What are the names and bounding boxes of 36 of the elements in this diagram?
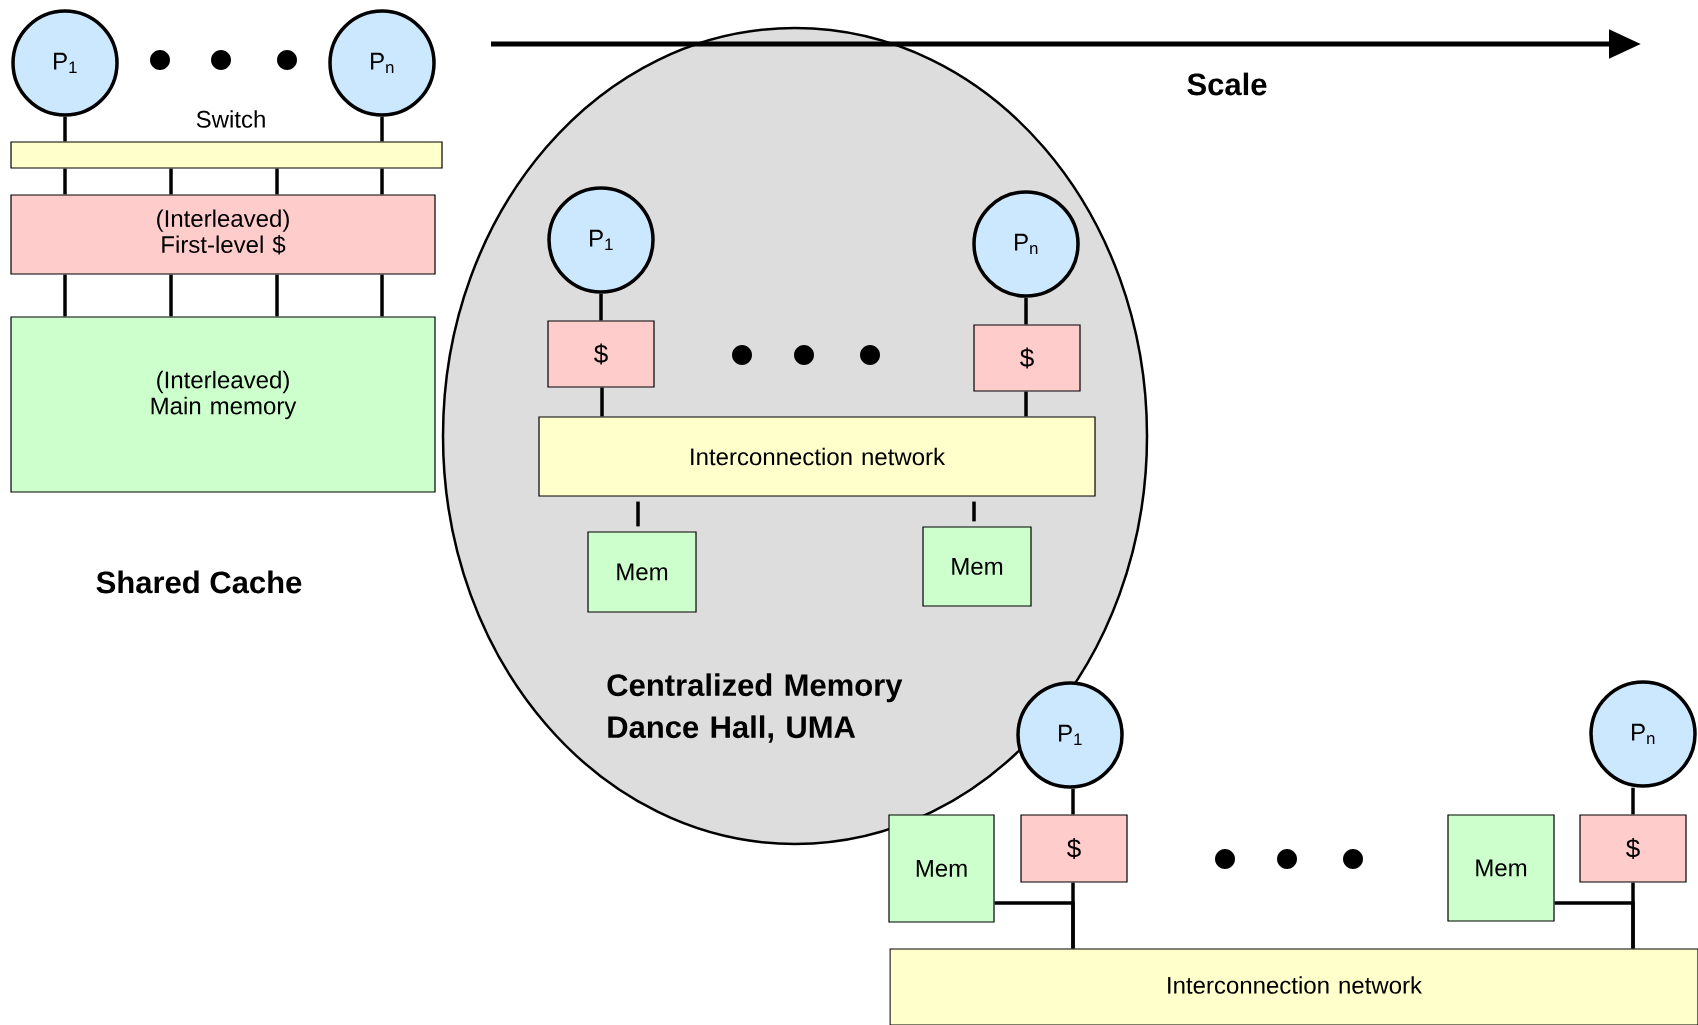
section-title: Scale — [1187, 72, 1267, 96]
connector-line — [380, 274, 384, 317]
section-title: Shared Cache — [96, 570, 302, 594]
connector-line — [380, 116, 384, 142]
connector-line — [275, 168, 279, 195]
connector-line — [169, 168, 173, 195]
connector-line — [169, 274, 173, 317]
connector-line — [972, 501, 976, 522]
network-box: Interconnection network — [538, 416, 1096, 497]
network-box: Interconnection network — [889, 948, 1698, 1025]
connector-line — [600, 387, 604, 417]
node-label: Switch — [196, 110, 265, 128]
connector-line — [1024, 391, 1028, 417]
memory-box: Mem — [587, 531, 697, 613]
cache-box: $ — [973, 324, 1081, 392]
cache-box: $ — [1579, 814, 1687, 883]
connector-line — [63, 116, 67, 142]
connector-line — [599, 293, 603, 321]
connector-line — [380, 168, 384, 195]
connector-line — [636, 501, 640, 527]
connector-line — [1024, 297, 1028, 325]
memory-box: Mem — [1447, 814, 1555, 922]
connector-line — [63, 274, 67, 317]
connector-line — [1631, 787, 1635, 815]
cache-box: $ — [1020, 814, 1128, 883]
memory-box: Mem — [922, 526, 1032, 607]
memory-box: Mem — [888, 814, 995, 923]
connector-line — [1071, 788, 1075, 815]
cache-box: (Interleaved) First-level $ — [10, 194, 436, 275]
connector-line — [63, 168, 67, 195]
connector-line — [275, 274, 279, 317]
connector-line — [1554, 901, 1635, 949]
region-label: Centralized Memory Dance Hall, UMA — [607, 673, 903, 743]
cache-box: $ — [547, 320, 655, 388]
memory-box: (Interleaved) Main memory — [10, 316, 436, 493]
connector-line — [994, 901, 1075, 949]
